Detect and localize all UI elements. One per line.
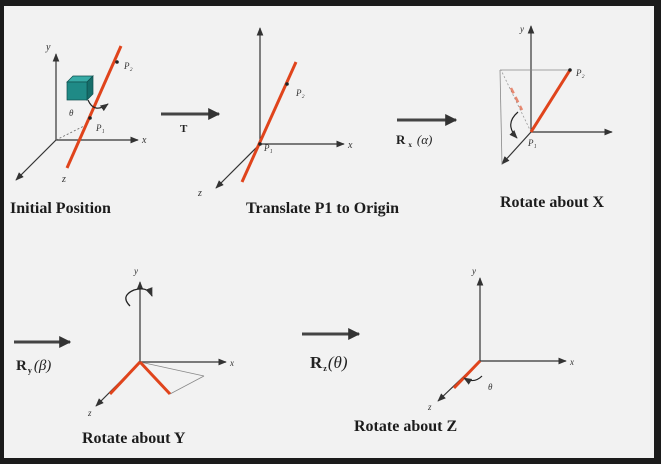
z-axis <box>15 139 57 181</box>
z-axis-label: z <box>427 402 432 412</box>
rotation-arc <box>509 111 519 139</box>
operator-t: T <box>180 123 188 135</box>
line-segment <box>452 359 482 390</box>
caption-rotate-x: Rotate about X <box>500 194 604 211</box>
point-p1 <box>88 116 92 120</box>
x-axis-label: x <box>229 358 234 368</box>
x-axis-label: x <box>141 135 147 146</box>
operator-rz: Rz(θ) <box>310 353 348 373</box>
y-axis-label: y <box>519 24 524 34</box>
p2-label: P₂ <box>575 68 585 78</box>
p2-label: P₂ <box>295 88 305 98</box>
line-segment <box>529 69 572 133</box>
transformation-diagram: y x z P₁ P₂ θ T x <box>14 24 613 418</box>
point-p1 <box>258 142 262 146</box>
panel-initial-position: y x z P₁ P₂ θ <box>15 42 147 185</box>
arrow-rotate-y: Ry(β) <box>14 336 72 375</box>
arrow-translate: T <box>161 108 221 135</box>
panel-rotate-y: y x z <box>87 266 234 418</box>
cube <box>66 75 94 101</box>
rotation-arc <box>125 287 153 307</box>
panel-rotate-x: y P₁ P₂ <box>499 24 613 165</box>
y-axis-label: y <box>133 266 138 276</box>
previous-line-position <box>509 87 524 111</box>
theta-label: θ <box>69 108 74 118</box>
y-axis-label: y <box>45 42 51 53</box>
x-axis-label: x <box>347 140 353 151</box>
z-axis <box>501 131 532 165</box>
caption-rotate-z: Rotate about Z <box>354 418 458 435</box>
rotation-arc <box>463 375 483 385</box>
z-axis <box>215 143 261 189</box>
arrow-rotate-z: Rz(θ) <box>302 328 361 373</box>
caption-translate: Translate P1 to Origin <box>246 200 400 217</box>
line-segment <box>240 61 298 183</box>
z-axis-label: z <box>197 188 202 199</box>
slide: y x z P₁ P₂ θ T x <box>4 6 654 458</box>
point-p2 <box>285 82 289 86</box>
caption-initial-position: Initial Position <box>10 200 111 217</box>
p1-label: P₁ <box>263 143 273 153</box>
angle-arc <box>87 99 109 112</box>
z-axis-label: z <box>87 408 92 418</box>
p1-label: P₁ <box>95 123 105 133</box>
line-segment <box>138 360 172 396</box>
dashed-projection <box>55 123 89 141</box>
line-segment-projection <box>108 360 142 396</box>
operator-ry: Ry(β) <box>16 358 51 375</box>
p1-label: P₁ <box>527 138 537 148</box>
x-axis-label: x <box>569 357 574 367</box>
caption-rotate-y: Rotate about Y <box>82 430 186 447</box>
theta-label: θ <box>488 382 493 392</box>
panel-rotate-z: y x z θ <box>427 266 574 412</box>
z-axis-label: z <box>61 174 66 185</box>
point-p2 <box>568 68 572 72</box>
point-p2 <box>115 60 119 64</box>
p2-label: P₂ <box>123 61 133 71</box>
y-axis-label: y <box>471 266 476 276</box>
panel-translate: x z P₁ P₂ <box>197 27 353 199</box>
